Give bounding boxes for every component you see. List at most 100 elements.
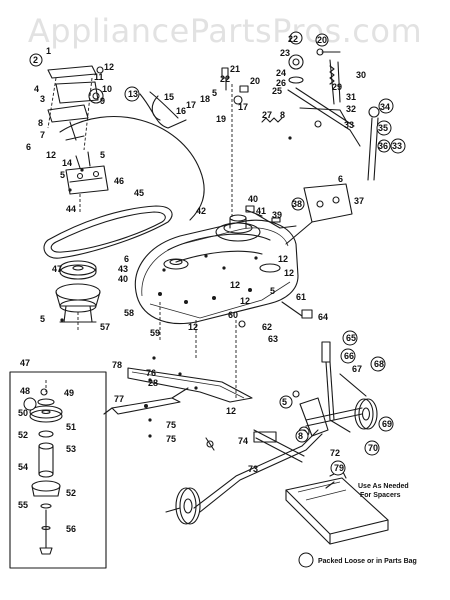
callout-circle	[342, 330, 358, 346]
callout-circle	[29, 53, 43, 67]
spacer-note: Use As Needed For Spacers	[358, 483, 409, 499]
part-number: 45	[134, 188, 144, 198]
callout-circle	[279, 395, 293, 409]
part-number: 36	[378, 141, 388, 151]
spindle-detail-inset	[9, 371, 107, 569]
part-number: 31	[346, 92, 356, 102]
part-number: 14	[62, 158, 72, 168]
part-number: 12	[188, 322, 198, 332]
spindle-pulley	[59, 260, 97, 280]
part-number: 5	[270, 286, 275, 296]
circled-callouts	[23, 31, 406, 568]
part-number: 41	[256, 206, 266, 216]
part-number: 4	[34, 84, 39, 94]
callout-circle	[124, 86, 140, 102]
part-number: 33	[392, 141, 402, 151]
part-number: 8	[38, 118, 43, 128]
callout-circle	[378, 98, 394, 114]
part-number: 75	[166, 434, 176, 444]
part-number: 5	[212, 88, 217, 98]
part-number: 12	[240, 296, 250, 306]
hardware-bolts	[60, 48, 347, 489]
height-adjust-lever	[321, 341, 367, 433]
part-number: 22	[288, 34, 298, 44]
part-number: 6	[26, 142, 31, 152]
callout-circle	[23, 397, 37, 411]
part-number: 79	[334, 463, 344, 473]
part-number: 25	[272, 86, 282, 96]
part-number: 76	[146, 368, 156, 378]
part-number: 61	[296, 292, 306, 302]
part-number: 28	[148, 378, 158, 388]
part-number: 16	[176, 106, 186, 116]
part-number: 67	[352, 364, 362, 374]
part-number: 50	[18, 408, 28, 418]
part-number: 72	[330, 448, 340, 458]
part-number: 22	[220, 74, 230, 84]
callout-circle	[330, 460, 346, 476]
callout-circle	[315, 33, 329, 47]
part-number: 39	[272, 210, 282, 220]
part-number: 78	[112, 360, 122, 370]
callout-circle	[291, 197, 305, 211]
part-number: 53	[66, 444, 76, 454]
discharge-chute	[285, 477, 389, 545]
callout-circle	[364, 440, 380, 456]
part-number: 21	[230, 64, 240, 74]
part-number: 32	[346, 104, 356, 114]
part-number: 62	[262, 322, 272, 332]
part-number: 37	[354, 196, 364, 206]
part-number: 47	[52, 264, 62, 274]
part-number: 12	[230, 280, 240, 290]
spindle-mount-plate	[65, 151, 109, 212]
part-number: 5	[282, 397, 287, 407]
mower-deck	[134, 214, 299, 325]
part-number: 58	[124, 308, 134, 318]
part-number: 77	[114, 394, 124, 404]
callout-circle	[377, 139, 391, 153]
part-number: 30	[356, 70, 366, 80]
note-line: Use As Needed	[358, 483, 409, 490]
part-number: 64	[318, 312, 328, 322]
part-number: 42	[196, 206, 206, 216]
part-number: 74	[238, 436, 248, 446]
part-number: 40	[118, 274, 128, 284]
part-number: 70	[368, 443, 378, 453]
part-number: 13	[128, 89, 138, 99]
part-number: 26	[276, 78, 286, 88]
part-number: 10	[102, 84, 112, 94]
mounting-bracket-assembly	[47, 65, 104, 151]
part-number: 5	[100, 150, 105, 160]
part-number: 19	[216, 114, 226, 124]
part-number: 27	[262, 110, 272, 120]
part-number: 17	[238, 102, 248, 112]
part-number: 8	[280, 110, 285, 120]
drive-belt	[43, 205, 173, 259]
part-number: 44	[66, 204, 76, 214]
part-number: 40	[248, 194, 258, 204]
part-number: 56	[66, 524, 76, 534]
part-number: 12	[278, 254, 288, 264]
part-number: 54	[18, 462, 28, 472]
part-number: 2	[33, 55, 38, 65]
callout-circle	[390, 138, 406, 154]
callout-circle	[340, 348, 356, 364]
part-number: 20	[250, 76, 260, 86]
part-number: 12	[46, 150, 56, 160]
note-line: For Spacers	[360, 492, 401, 499]
part-number-labels: 2 1 12 11 4 3 10 9 8 7 6 13 12 14 5 5 46…	[18, 34, 402, 534]
deck-hanger-bracket	[285, 106, 380, 245]
callout-circle	[289, 31, 303, 45]
part-number: 15	[164, 92, 174, 102]
part-number: 66	[344, 351, 354, 361]
spindle-housing	[55, 283, 101, 330]
gauge-wheel	[165, 487, 201, 525]
part-number: 18	[200, 94, 210, 104]
part-number: 6	[124, 254, 129, 264]
part-number: 34	[380, 102, 390, 112]
part-number: 51	[66, 422, 76, 432]
part-number: 24	[276, 68, 286, 78]
part-number: 5	[40, 314, 45, 324]
part-number: 52	[18, 430, 28, 440]
part-number: 23	[280, 48, 290, 58]
